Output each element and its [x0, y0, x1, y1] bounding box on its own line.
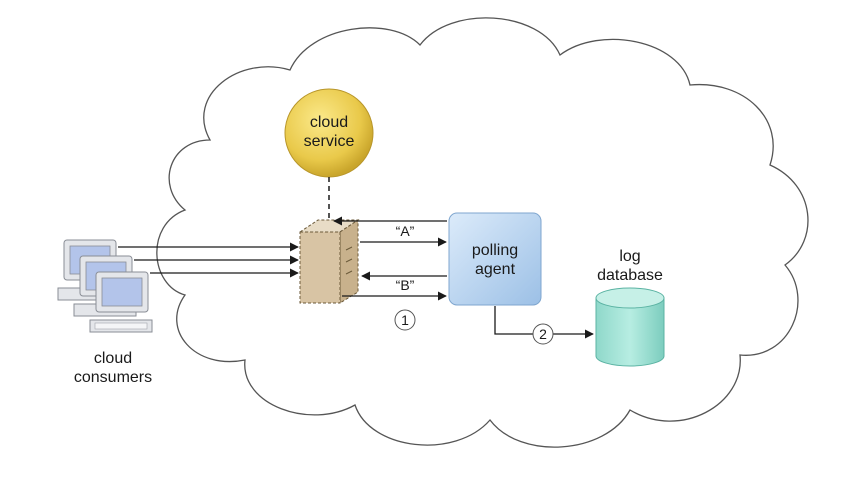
cloud-service-label-line1: cloud: [310, 114, 348, 131]
cloud-consumers-icon: cloud consumers: [57, 239, 153, 386]
polling-agent-node: polling agent: [448, 212, 542, 306]
polling-agent-label-line1: polling: [472, 242, 518, 259]
log-database-node: log database: [595, 248, 665, 367]
cloud-consumers-label-line1: cloud: [94, 350, 132, 367]
agent-to-database-arrow: [494, 306, 594, 339]
step-1-marker: 1: [394, 309, 416, 331]
cloud-service-label-line2: service: [304, 133, 355, 150]
log-database-label-line1: log: [619, 248, 640, 265]
step-2-label: 2: [539, 326, 547, 342]
log-database-label-line2: database: [597, 267, 663, 284]
message-a-label: “A”: [396, 223, 415, 239]
cloud-consumers-label-line2: consumers: [74, 369, 152, 386]
step-2-marker: 2: [532, 323, 554, 345]
polling-agent-label-line2: agent: [475, 261, 516, 278]
message-b-label: “B”: [396, 277, 415, 293]
step-1-label: 1: [401, 312, 409, 328]
physical-server-icon: [298, 219, 360, 304]
cloud-service-node: cloud service: [284, 88, 374, 178]
